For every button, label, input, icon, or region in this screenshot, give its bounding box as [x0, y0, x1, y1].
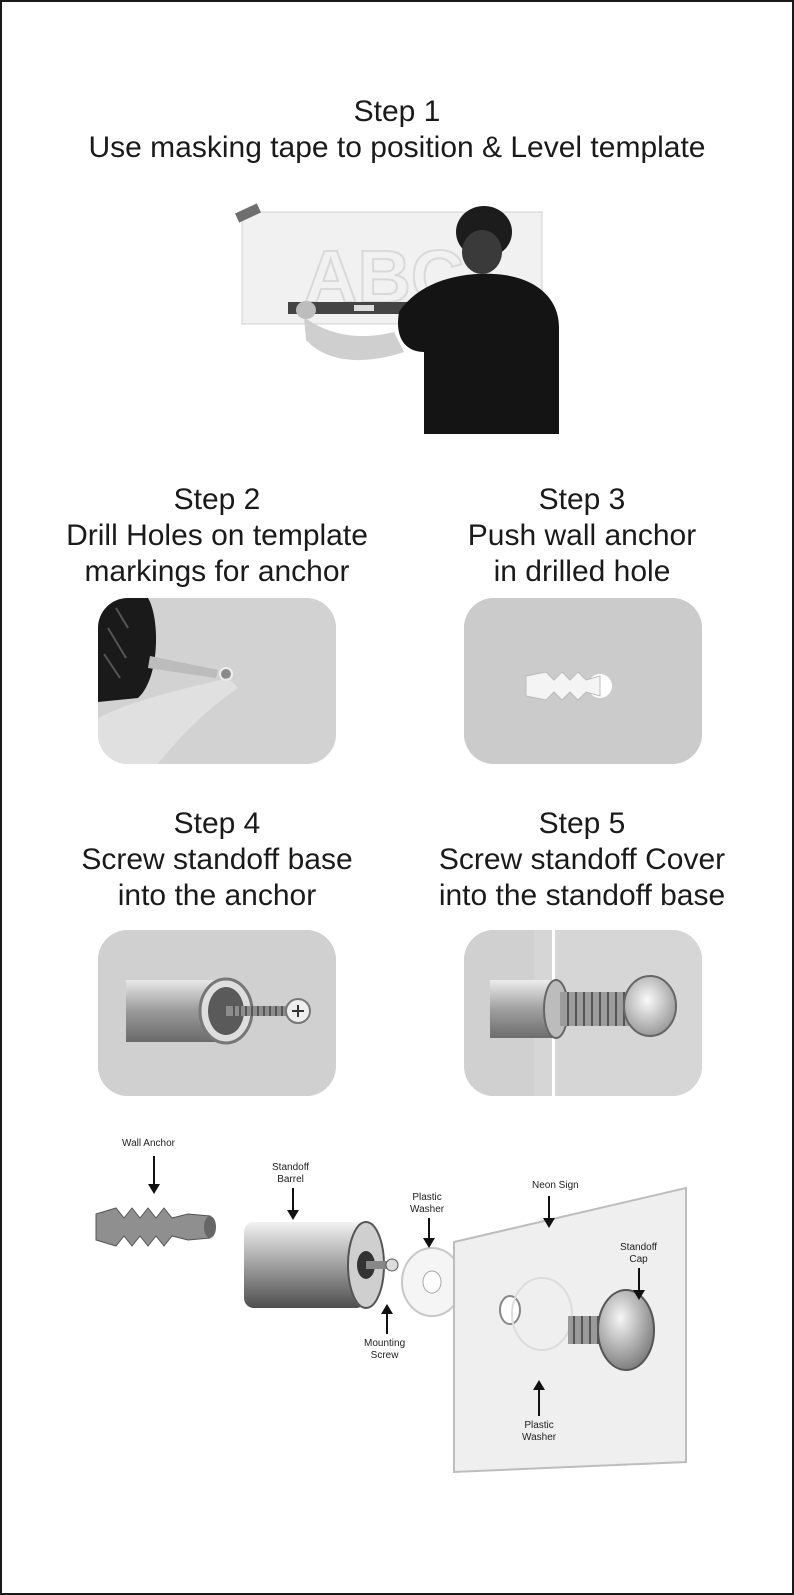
label-wall-anchor: Wall Anchor [122, 1138, 175, 1149]
standoff-base-image [98, 930, 336, 1096]
step1-photo: ABC [235, 203, 559, 434]
step2-line2: markings for anchor [84, 555, 350, 588]
standoff-cap-part [568, 1289, 655, 1371]
step3-heading: Step 3 Push wall anchor in drilled hole [382, 482, 782, 590]
step4-heading: Step 4 Screw standoff base into the anch… [22, 806, 412, 914]
step2-photo [98, 598, 336, 764]
label-plastic-washer-top: Plastic Washer [410, 1192, 445, 1215]
wall-anchor-part [95, 1207, 216, 1247]
step3-line1: Push wall anchor [467, 519, 697, 552]
drill-image [98, 598, 336, 764]
standoff-barrel-part [244, 1221, 399, 1309]
wall-anchor-image [464, 598, 702, 764]
step2-title: Step 2 [173, 483, 261, 516]
label-standoff-cap: Standoff Cap [620, 1242, 658, 1265]
arrow-plastic-washer-top [423, 1218, 435, 1248]
label-plastic-washer-bottom: Plastic Washer [522, 1420, 557, 1443]
arrow-standoff-barrel [287, 1188, 299, 1220]
step4-line1: Screw standoff base [81, 843, 353, 876]
label-neon-sign: Neon Sign [532, 1180, 579, 1191]
arrow-plastic-washer-bottom [533, 1380, 545, 1416]
step3-title: Step 3 [538, 483, 626, 516]
step2-heading: Step 2 Drill Holes on template markings … [22, 482, 412, 590]
label-standoff-barrel: Standoff Barrel [272, 1162, 310, 1185]
label-mounting-screw: Mounting Screw [364, 1338, 406, 1361]
step1-illustration: ABC [234, 202, 566, 434]
step4-line2: into the anchor [117, 879, 317, 912]
parts-diagram-art [95, 1186, 687, 1474]
step5-heading: Step 5 Screw standoff Cover into the sta… [382, 806, 782, 914]
arrow-wall-anchor [148, 1156, 160, 1194]
arrow-neon-sign [543, 1196, 555, 1228]
step5-title: Step 5 [538, 807, 626, 840]
step5-line2: into the standoff base [438, 879, 726, 912]
parts-diagram: Wall Anchor Standoff Barrel Plastic Wash… [92, 1138, 712, 1502]
step3-photo [464, 598, 702, 764]
step3-line2: in drilled hole [493, 555, 671, 588]
arrow-standoff-cap [633, 1268, 645, 1300]
arrow-mounting-screw [381, 1304, 393, 1334]
step1-title: Step 1 [353, 95, 441, 128]
step5-line1: Screw standoff Cover [438, 843, 726, 876]
step5-photo [464, 930, 702, 1096]
step4-title: Step 4 [173, 807, 261, 840]
step4-photo [98, 930, 336, 1096]
step2-line1: Drill Holes on template [66, 519, 368, 552]
step1-description: Use masking tape to position & Level tem… [88, 131, 706, 164]
standoff-cover-image [464, 930, 702, 1096]
step1-heading: Step 1 Use masking tape to position & Le… [2, 94, 792, 166]
